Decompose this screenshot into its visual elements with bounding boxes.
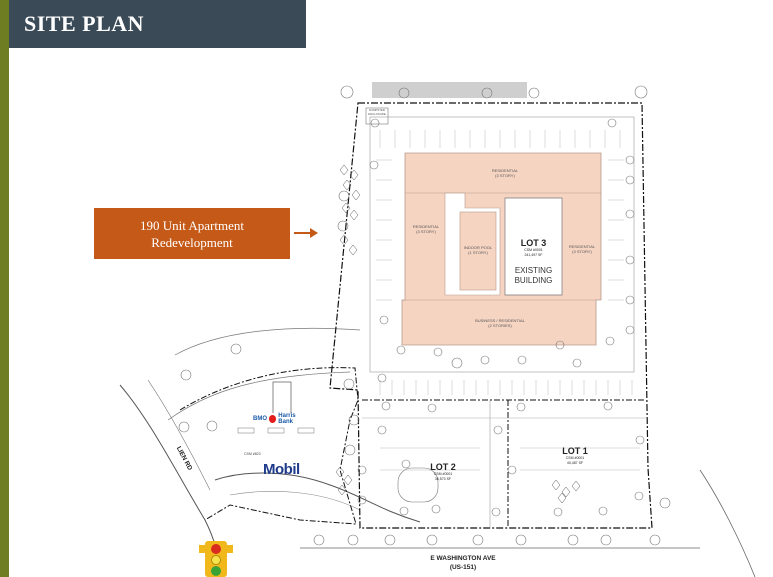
lot1-name: LOT 1 (562, 446, 588, 456)
lot3-area: 241,497 SF (524, 253, 543, 257)
residential-top-sub: (3 STORY) (495, 173, 515, 178)
redevelopment-callout: 190 Unit Apartment Redevelopment (94, 208, 290, 259)
indoor-pool-wing (459, 211, 497, 291)
residential-left-name: RESIDENTIAL (412, 224, 440, 229)
dumpster-label: DUMPSTER ENCLOSURE (366, 108, 388, 116)
residential-left-sub: (3 STORY) (416, 229, 436, 234)
residential-right-sub: (3 STORY) (572, 249, 592, 254)
trees (178, 85, 671, 546)
lot2-label: LOT 2 CSM #0001 36,573 SF (423, 462, 463, 482)
lot2-csm: CSM #0001 (433, 472, 453, 476)
station-csm-label: CSM #823 (244, 452, 261, 456)
business-label: BUSINESS / RESIDENTIAL (2 STORIES) (455, 318, 545, 328)
callout-line-2: Redevelopment (151, 234, 233, 250)
lien-road-edge-inner (147, 379, 211, 491)
washington-ave-name: E WASHINGTON AVE (430, 555, 496, 562)
indoor-pool-label: INDOOR POOL (1 STORY) (460, 245, 496, 255)
traffic-light-wing-left (199, 545, 205, 553)
outparcel-boundary (179, 367, 359, 525)
lot2-area: 36,573 SF (434, 477, 452, 481)
pump-island-1 (237, 427, 255, 434)
traffic-light-yellow (211, 555, 221, 565)
frontage-road-curve (214, 472, 421, 523)
lot3-name: LOT 3 (520, 238, 547, 248)
traffic-light-wing-right (227, 545, 233, 553)
existing-line-2: BUILDING (514, 276, 553, 285)
lot1-label: LOT 1 CSM #0001 40,487 SF (555, 446, 595, 466)
right-road-curve (699, 469, 756, 577)
lot2-building-curve (397, 467, 439, 503)
accent-stripe (0, 0, 9, 577)
inner-lot3-line (369, 116, 635, 373)
callout-line-1: 190 Unit Apartment (140, 217, 244, 233)
adjacent-parcel-strip (372, 82, 527, 98)
shrub-clusters (335, 164, 581, 504)
canopy (272, 381, 292, 417)
residential-right-name: RESIDENTIAL (568, 244, 596, 249)
page-title-text: SITE PLAN (24, 11, 145, 36)
dumpster-enclosure (365, 107, 389, 125)
existing-building-outline (504, 197, 563, 296)
ramp-curve-2 (174, 327, 361, 356)
lot2-name: LOT 2 (430, 462, 456, 472)
harris-bank-text: Harris Bank (278, 412, 296, 425)
indoor-pool-sub: (1 STORY) (468, 250, 488, 255)
lot3-label: LOT 3 CSM #0001 241,497 SF (505, 238, 562, 258)
traffic-light-green (211, 566, 221, 576)
indoor-pool-name: INDOOR POOL (463, 245, 493, 250)
existing-line-1: EXISTING (514, 266, 553, 275)
lot3-csm: CSM #0001 (524, 248, 543, 252)
lot1-csm: CSM #0001 (565, 456, 585, 460)
residential-top-name: RESIDENTIAL (491, 168, 519, 173)
bmo-text: BMO (253, 415, 267, 422)
lot1-area: 40,487 SF (566, 461, 584, 465)
traffic-light-icon (205, 541, 227, 577)
dumpster-label-1: DUMPSTER (369, 108, 385, 112)
page-title: SITE PLAN (9, 0, 306, 48)
frontage-road-curve-2 (229, 491, 361, 511)
mobil-logo: Mobil (263, 461, 300, 478)
business-sub: (2 STORIES) (488, 323, 512, 328)
pump-island-2 (267, 427, 285, 434)
existing-building-label: EXISTING BUILDING (505, 266, 562, 286)
washington-ave-route: (US-151) (449, 564, 477, 571)
property-boundary (329, 102, 653, 529)
bmo-harris-sign: BMO Harris Bank (253, 412, 309, 425)
pump-island-3 (297, 427, 315, 434)
business-name: BUSINESS / RESIDENTIAL (475, 318, 525, 323)
washington-ave-label: E WASHINGTON AVE (US-151) (418, 554, 508, 572)
ramp-curve (167, 371, 351, 421)
residential-top-label: RESIDENTIAL (3 STORY) (470, 168, 540, 178)
traffic-light-red (211, 544, 221, 554)
callout-arrow-icon (294, 228, 318, 238)
residential-right-label: RESIDENTIAL (3 STORY) (563, 244, 601, 254)
dumpster-label-2: ENCLOSURE (368, 111, 386, 116)
parking-stalls (376, 130, 640, 471)
residential-left-label: RESIDENTIAL (3 STORY) (408, 224, 444, 234)
bmo-roundel-icon (269, 414, 277, 423)
